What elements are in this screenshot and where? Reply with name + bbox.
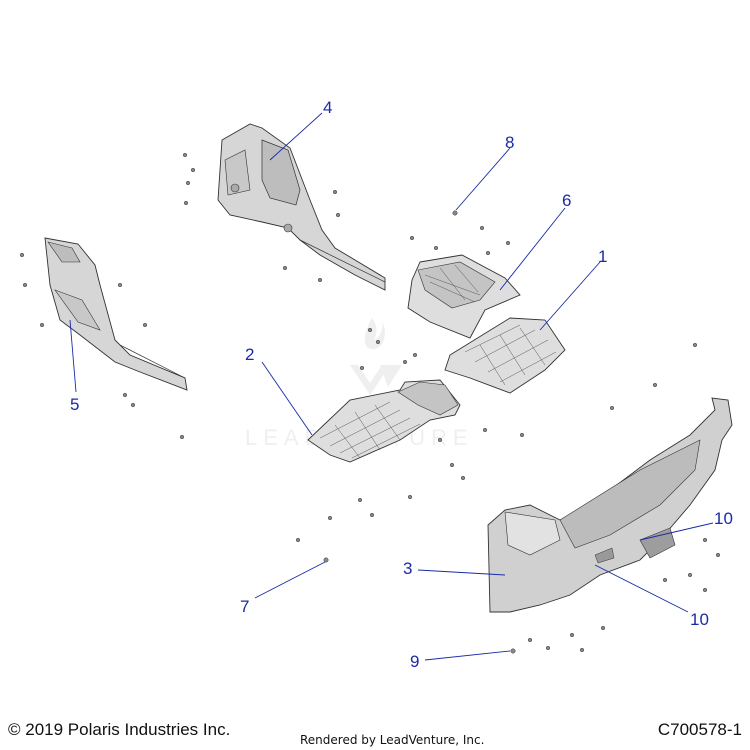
copyright-text: © 2019 Polaris Industries Inc. — [8, 720, 231, 739]
callout-5: 5 — [70, 395, 79, 414]
callout-4: 4 — [323, 98, 332, 117]
part-number: C700578-1 — [657, 720, 742, 739]
callout-1: 1 — [598, 247, 607, 266]
callout-7: 7 — [240, 597, 249, 616]
part-4-side-panel — [217, 123, 386, 291]
part-1-floor-panel — [444, 317, 566, 394]
callout-9: 9 — [410, 652, 419, 671]
callout-6: 6 — [562, 191, 571, 210]
leader-lines — [69, 112, 714, 661]
callout-labels: 1 2 3 4 5 6 7 8 9 10 10 — [70, 98, 733, 671]
part-5-side-panel — [44, 237, 188, 391]
callout-2: 2 — [245, 345, 254, 364]
part-2-floor-panel — [307, 379, 461, 463]
callout-10-lower: 10 — [690, 610, 709, 629]
part-3-rear-bulkhead — [487, 397, 733, 613]
callout-8: 8 — [505, 133, 514, 152]
callout-10-upper: 10 — [714, 509, 733, 528]
callout-3: 3 — [403, 559, 412, 578]
part-6-grille — [407, 254, 521, 339]
fasteners — [19, 152, 721, 654]
rendered-by-text: Rendered by LeadVenture, Inc. — [300, 733, 485, 747]
